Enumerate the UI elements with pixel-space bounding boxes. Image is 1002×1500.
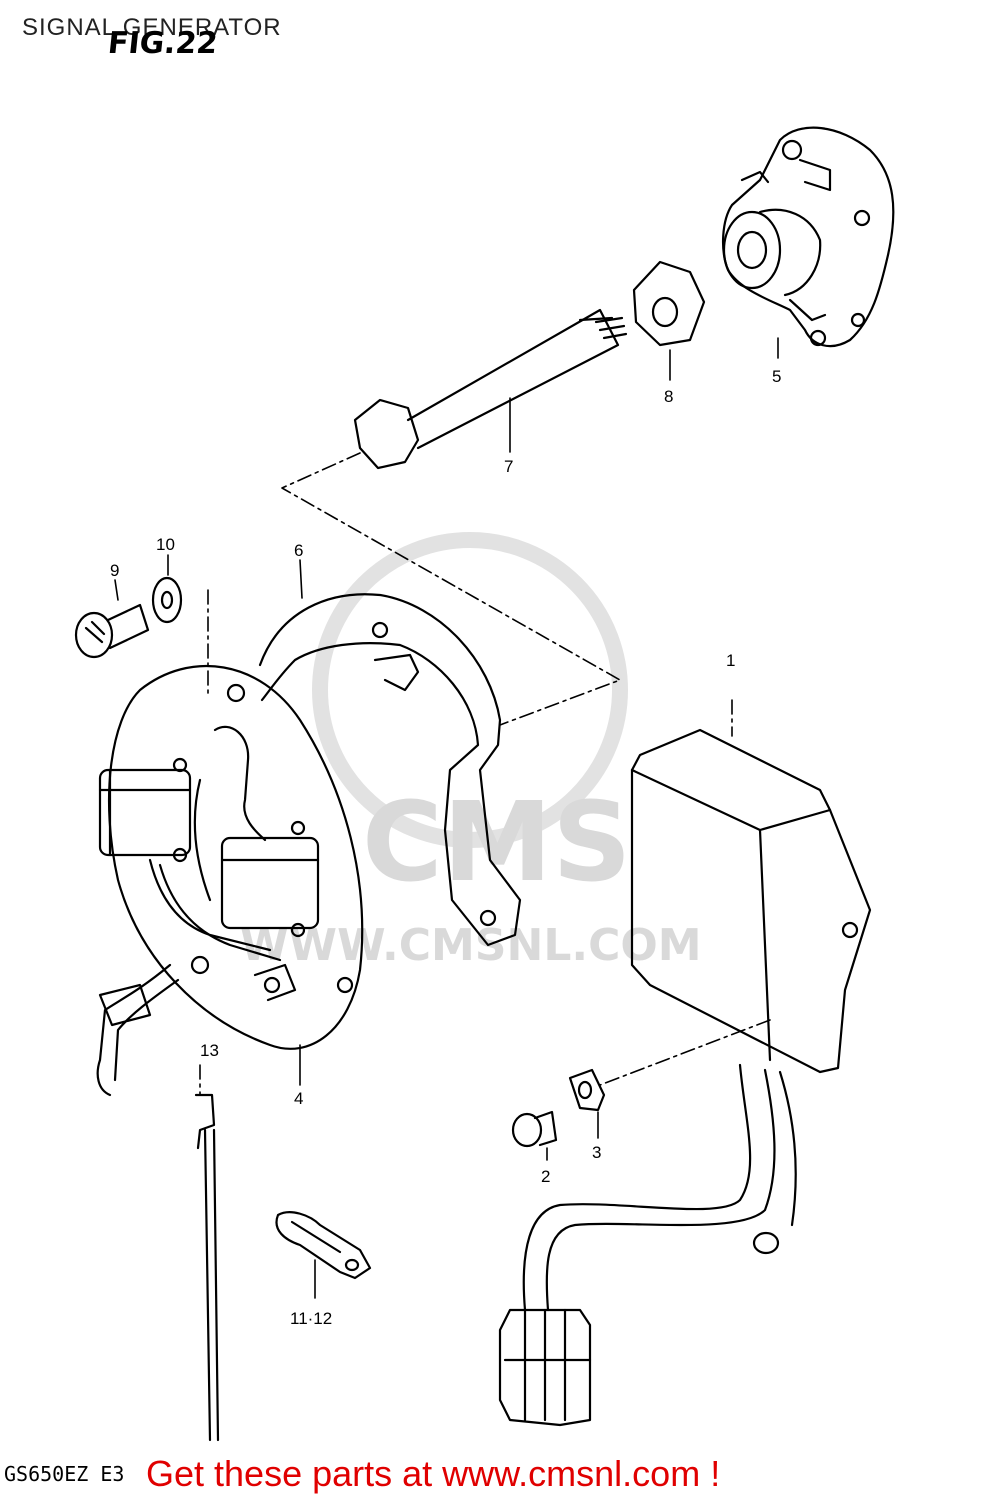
leader-lines — [114, 337, 779, 1299]
part-number-1: 1 — [726, 651, 735, 670]
part-13-pin — [194, 1093, 220, 1442]
part-number-2: 2 — [541, 1167, 550, 1186]
part-2-screw — [511, 1110, 558, 1148]
part-number-10: 10 — [156, 535, 175, 554]
cms-watermark: CMS WWW.CMSNL.COM — [240, 532, 702, 971]
part-number-4: 4 — [294, 1089, 303, 1108]
part-number-13: 13 — [200, 1041, 219, 1060]
part-4-pickup-base-plate — [96, 664, 364, 1097]
parts-link[interactable]: Get these parts at www.cmsnl.com ! — [146, 1453, 721, 1494]
part-number-5: 5 — [772, 367, 781, 386]
part-11-12-clamp — [275, 1211, 372, 1280]
part-5-advancer-assembly — [721, 126, 895, 348]
watermark-brand: CMS — [362, 778, 631, 906]
part-number-6: 6 — [294, 541, 303, 560]
part-10-washer — [151, 576, 183, 624]
model-code: GS650EZ E3 — [4, 1462, 125, 1486]
part-number-3: 3 — [592, 1143, 601, 1162]
part-8-nut — [632, 260, 706, 347]
assembly-guide-lines — [199, 452, 771, 1096]
part-1-igniter-unit — [498, 728, 872, 1427]
figure-label: FIG.22 — [106, 26, 220, 61]
part-number-11-12: 11·12 — [290, 1309, 332, 1328]
watermark-site: WWW.CMSNL.COM — [240, 920, 702, 971]
part-7-bolt — [353, 308, 628, 470]
part-number-labels: 1 2 3 4 5 6 7 8 9 10 11·12 13 — [110, 367, 781, 1328]
part-number-8: 8 — [664, 387, 673, 406]
part-6-plate — [258, 593, 522, 947]
page-title: SIGNAL GENERATOR — [22, 14, 282, 41]
part-3-washer — [568, 1068, 606, 1112]
part-9-screw — [74, 603, 150, 659]
part-number-9: 9 — [110, 561, 119, 580]
part-number-7: 7 — [504, 457, 513, 476]
